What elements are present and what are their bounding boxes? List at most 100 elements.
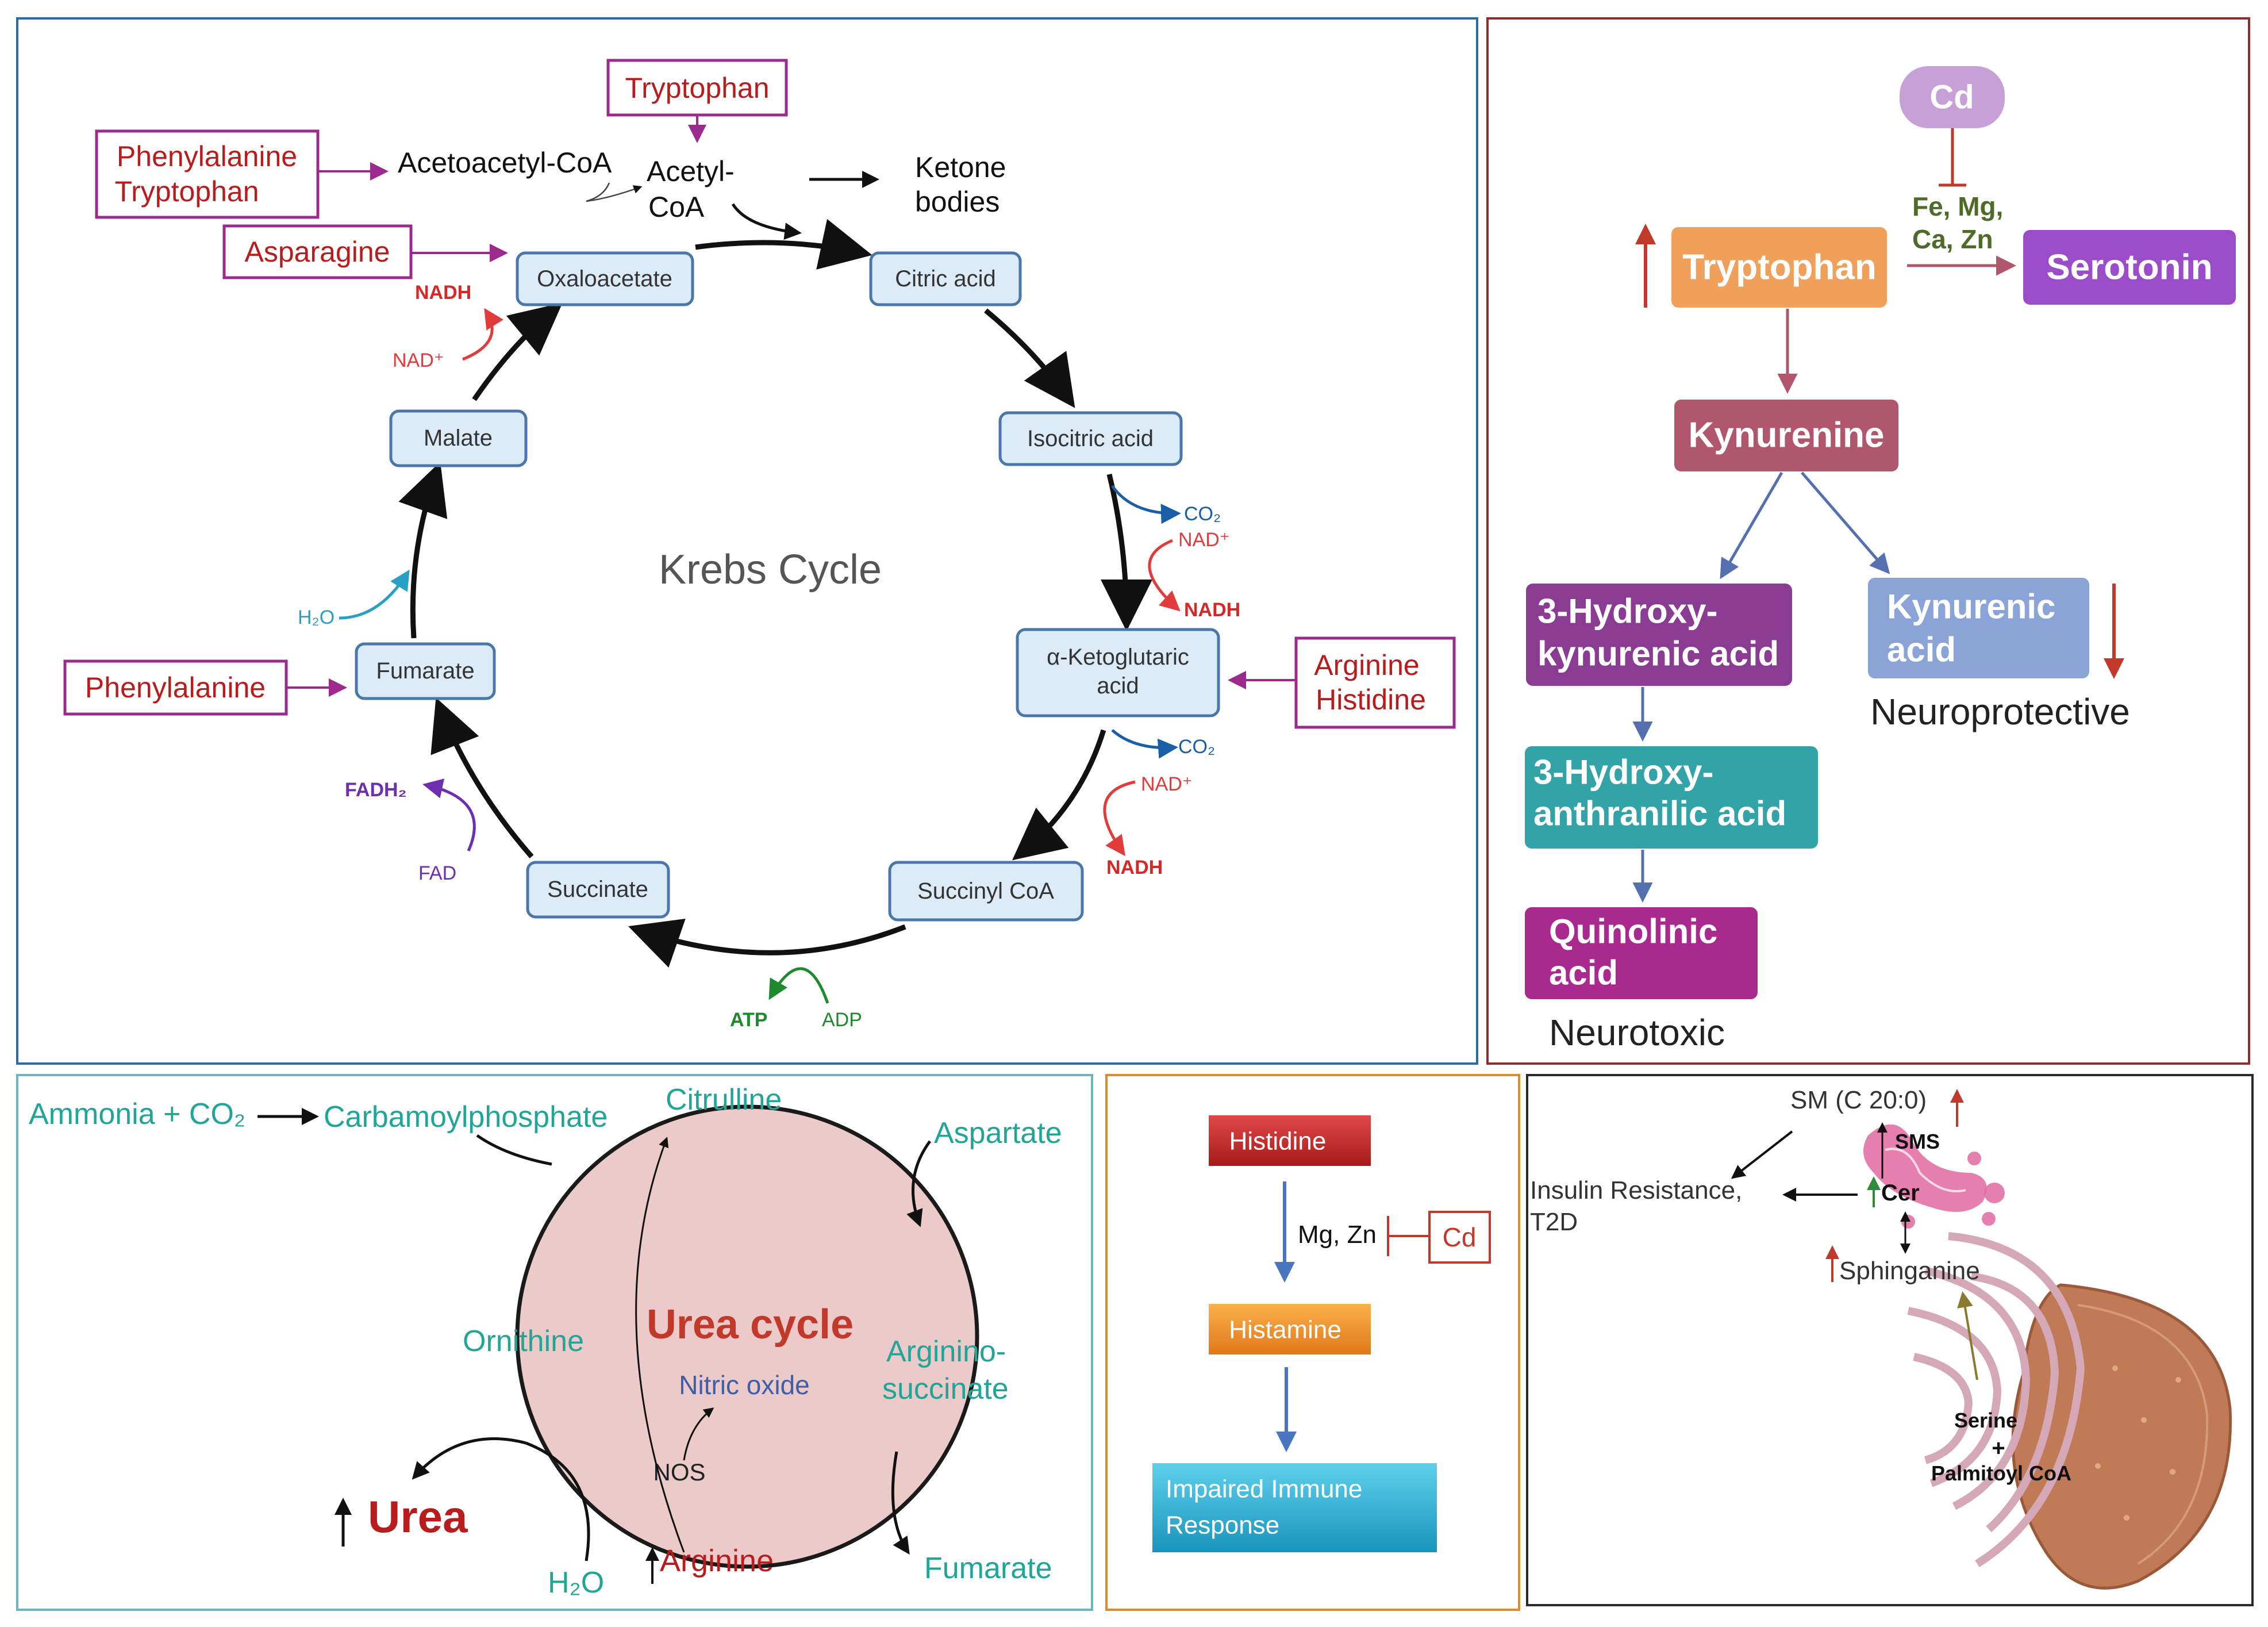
fumarate-arrow [891, 1451, 910, 1555]
arginine-label: Arginine [660, 1544, 774, 1578]
input-phenylalanine-tryptophan: Phenylalanine Tryptophan [95, 129, 389, 219]
arc-succinylcoa-succinate [628, 918, 906, 968]
carbamoylphosphate-label: Carbamoylphosphate [324, 1100, 608, 1134]
svg-text:Tryptophan: Tryptophan [625, 72, 769, 104]
serine-to-sphinganine-arrow [1957, 1291, 1978, 1380]
histidine-panel-border [1105, 1074, 1520, 1611]
nitric-oxide-label: Nitric oxide [679, 1370, 810, 1400]
histidine-panel: Histidine Mg, Zn Cd Histamine Impaired I… [1105, 1074, 1520, 1611]
sphingolipid-panel-border [1526, 1074, 2254, 1606]
insulin-label-2: T2D [1530, 1208, 1578, 1236]
svg-text:3-Hydroxy-: 3-Hydroxy- [1537, 592, 1717, 631]
svg-text:ATP: ATP [730, 1009, 767, 1031]
co2-nadh-akg: CO₂ NAD⁺ NADH [1103, 729, 1215, 878]
svg-text:Citric acid: Citric acid [895, 266, 996, 291]
histidine-cd-box: Cd [1428, 1211, 1491, 1264]
svg-text:acid: acid [1549, 954, 1618, 992]
svg-text:Histidine: Histidine [1316, 684, 1426, 716]
h2o-join-arrow [525, 1441, 590, 1561]
kyn-to-ka-arrow [1801, 471, 1890, 574]
fad-fadh2: FADH₂ FAD [345, 778, 476, 884]
svg-text:H₂O: H₂O [298, 607, 335, 628]
svg-text:CO₂: CO₂ [1178, 736, 1215, 758]
cd-node: Cd [1900, 66, 2005, 128]
svg-text:Histidine: Histidine [1229, 1127, 1327, 1156]
acetyl-coa-label-2: CoA [648, 191, 705, 223]
h2o-fumarate: H₂O [298, 569, 410, 628]
kynurenic-acid-node: Kynurenic acid [1868, 578, 2089, 678]
svg-text:Kynurenine: Kynurenine [1688, 416, 1884, 455]
svg-text:NADH: NADH [415, 282, 471, 304]
co2-nadh-isocitric: CO₂ NAD⁺ NADH [1110, 485, 1240, 621]
krebs-panel-border [16, 17, 1478, 1065]
kyn-to-hk-arrow [1720, 471, 1783, 580]
kynurenine-node: Kynurenine [1674, 400, 1898, 471]
urea-panel: Ammonia + CO₂ Carbamoylphosphate Citrull… [16, 1074, 1093, 1611]
argininosuccinate-label-2: succinate [882, 1372, 1009, 1406]
urea-h2o-label: H₂O [548, 1566, 604, 1599]
tryptophan-panel: Cd Fe, Mg, Ca, Zn Tryptophan Serotonin K… [1486, 17, 2250, 1065]
ketone-label-2: bodies [915, 186, 1000, 218]
ammonia-label: Ammonia + CO₂ [29, 1098, 245, 1131]
node-succinyl-coa: Succinyl CoA [888, 861, 1084, 922]
svg-text:Succinyl CoA: Succinyl CoA [917, 878, 1054, 904]
sm-label: SM (C 20:0) [1790, 1086, 1927, 1114]
svg-text:Fumarate: Fumarate [376, 658, 474, 684]
hydroxyanthranilic-node: 3-Hydroxy- anthranilic acid [1525, 746, 1818, 849]
sm-to-insulin-arrow [1731, 1130, 1793, 1179]
ornithine-label: Ornithine [463, 1325, 584, 1358]
aspartate-label: Aspartate [934, 1116, 1062, 1150]
input-asparagine: Asparagine [222, 224, 508, 279]
atp-adp: ATP ADP [730, 967, 862, 1031]
svg-text:CO₂: CO₂ [1184, 503, 1221, 525]
svg-text:Histamine: Histamine [1229, 1316, 1341, 1344]
arc-akg-succinylcoa [1012, 729, 1106, 861]
svg-text:3-Hydroxy-: 3-Hydroxy- [1533, 753, 1713, 792]
svg-text:FAD: FAD [418, 862, 456, 884]
svg-text:Phenylalanine: Phenylalanine [117, 140, 297, 172]
acetoacetyl-coa-label: Acetoacetyl-CoA [398, 147, 612, 179]
svg-text:Phenylalanine: Phenylalanine [85, 671, 266, 704]
arc-succinate-fumarate [430, 697, 534, 858]
svg-text:Tryptophan: Tryptophan [1682, 248, 1877, 287]
acetoacetyl-to-acetyl-arrow [586, 182, 610, 202]
node-citric-acid: Citric acid [869, 251, 1022, 306]
tryptophan-panel-border [1486, 17, 2250, 1065]
node-succinate: Succinate [526, 861, 670, 919]
svg-text:Malate: Malate [424, 425, 493, 451]
svg-text:NAD⁺: NAD⁺ [1178, 529, 1230, 551]
svg-text:Arginine: Arginine [1314, 649, 1419, 681]
histidine-node: Histidine [1209, 1115, 1371, 1166]
input-arginine-histidine: Arginine Histidine [1228, 636, 1456, 729]
nos-to-no-arrow [683, 1407, 714, 1461]
svg-text:kynurenic acid: kynurenic acid [1537, 635, 1779, 673]
sphinganine-label: Sphinganine [1839, 1257, 1980, 1285]
er-illustration [1907, 1232, 2085, 1567]
urea-cycle-circle [515, 1104, 979, 1569]
node-fumarate: Fumarate [355, 642, 496, 700]
svg-text:NAD⁺: NAD⁺ [1141, 773, 1193, 795]
serotonin-node: Serotonin [2023, 230, 2236, 305]
svg-text:NADH: NADH [1184, 599, 1240, 621]
svg-text:Kynurenic: Kynurenic [1887, 588, 2055, 626]
input-phenylalanine: Phenylalanine [63, 659, 347, 716]
svg-text:acid: acid [1887, 631, 1956, 669]
svg-text:Oxaloacetate: Oxaloacetate [537, 266, 672, 291]
tryptophan-node: Tryptophan [1671, 227, 1887, 308]
svg-text:NAD⁺: NAD⁺ [393, 350, 444, 371]
node-isocitric-acid: Isocitric acid [998, 411, 1183, 466]
svg-text:Isocitric acid: Isocitric acid [1027, 426, 1154, 451]
arginine-to-citrulline-arrow [635, 1137, 685, 1553]
sms-label: SMS [1895, 1130, 1940, 1153]
aspartate-arrow [906, 1140, 932, 1227]
krebs-cycle-title: Krebs Cycle [659, 547, 882, 593]
metals-label-1: Fe, Mg, [1912, 191, 2003, 221]
to-urea-arrow [412, 1437, 526, 1480]
acetyl-coa-label-1: Acetyl- [647, 155, 735, 187]
svg-text:Impaired Immune: Impaired Immune [1166, 1475, 1362, 1503]
histamine-node: Histamine [1209, 1304, 1371, 1354]
neuroprotective-label: Neuroprotective [1870, 691, 2130, 732]
mg-zn-label: Mg, Zn [1298, 1221, 1377, 1249]
svg-text:Cd: Cd [1929, 79, 1974, 116]
arc-oxalo-citric [695, 218, 872, 270]
